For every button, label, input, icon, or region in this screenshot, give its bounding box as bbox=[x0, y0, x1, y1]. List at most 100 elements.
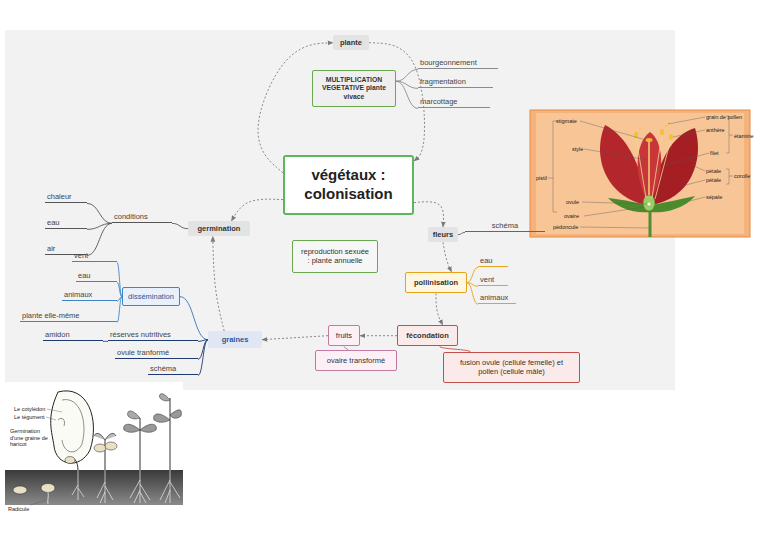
flow-arrow bbox=[436, 293, 443, 325]
node-text: reproduction sexuée : plante annuelle bbox=[299, 247, 371, 266]
flower-illustration-part bbox=[636, 137, 646, 198]
flower-illustration-part-part bbox=[682, 180, 705, 186]
topic-box: MULTIPLICATION VEGETATIVE plante vivace bbox=[312, 70, 396, 107]
branch-label: chaleur bbox=[45, 192, 87, 203]
germination-illustration-part bbox=[30, 409, 62, 505]
node-text: plante elle-même bbox=[22, 311, 115, 320]
flower-illustration-part bbox=[646, 138, 653, 142]
node-text: animaux bbox=[64, 290, 115, 299]
branch-label: marcottage bbox=[418, 97, 490, 108]
germination-illustration-part bbox=[58, 418, 65, 426]
branch-label: réserves nutritives bbox=[108, 330, 198, 341]
topic-box: fécondation bbox=[397, 325, 458, 346]
flower-illustration-part bbox=[665, 125, 667, 127]
germination-illustration-part bbox=[160, 470, 180, 503]
part-label: filet bbox=[710, 150, 719, 157]
branch-label: bourgeonnement bbox=[418, 58, 498, 69]
flower-illustration-part bbox=[639, 127, 641, 129]
flow-arrow bbox=[258, 43, 333, 173]
germination-illustration-part bbox=[124, 424, 140, 432]
branch-label: conditions bbox=[112, 212, 172, 223]
germination-illustration-part bbox=[72, 470, 84, 500]
part-label: étamine bbox=[734, 133, 754, 140]
node-text: vent bbox=[480, 275, 506, 284]
flower-illustration-part bbox=[649, 210, 652, 237]
node-text: chaleur bbox=[47, 192, 85, 201]
branch-label: amidon bbox=[43, 330, 103, 341]
flower-illustration-part-part bbox=[584, 149, 648, 160]
branch-label: eau bbox=[76, 271, 117, 282]
topic-box: plante bbox=[333, 35, 369, 50]
germination-illustration-part bbox=[13, 486, 27, 494]
germination-illustration-part bbox=[97, 470, 113, 503]
germination-illustration-part bbox=[154, 414, 170, 422]
germination-illustration-part bbox=[5, 470, 183, 505]
flower-illustration-part-part bbox=[726, 116, 729, 153]
flower-illustration-part-part bbox=[673, 130, 705, 137]
part-label: ovule bbox=[566, 199, 579, 206]
node-text: fécondation bbox=[402, 331, 453, 340]
flower-illustration-part bbox=[650, 196, 695, 212]
node-text: réserves nutritives bbox=[110, 330, 196, 339]
flower-illustration-part-part bbox=[580, 121, 646, 140]
flower-illustration-part bbox=[530, 110, 750, 237]
part-label: ovaire bbox=[564, 213, 579, 220]
branch-line bbox=[467, 267, 478, 282]
part-label: pétale bbox=[706, 168, 721, 175]
branch-line bbox=[87, 203, 112, 223]
branch-label: plante elle-même bbox=[20, 311, 117, 322]
flow-arrow bbox=[414, 202, 444, 227]
part-label: pistil bbox=[536, 175, 547, 182]
flower-illustration-part-part bbox=[582, 202, 647, 204]
germination-illustration-part bbox=[41, 484, 55, 493]
flower-illustration-part-part bbox=[553, 121, 557, 212]
node-text: fusion ovule (cellule femelle) et pollen… bbox=[449, 358, 574, 377]
topic-box: fleurs bbox=[428, 227, 458, 242]
node-text: vent bbox=[74, 251, 115, 260]
node-text: fruits bbox=[333, 331, 355, 340]
germination-illustration-part bbox=[5, 382, 183, 512]
germination-illustration-part bbox=[159, 394, 170, 401]
germination-illustration-part bbox=[65, 457, 75, 464]
flower-illustration-part bbox=[652, 134, 662, 198]
flower-illustration-part bbox=[548, 116, 733, 228]
germination-illustration-part-part bbox=[47, 409, 62, 412]
part-label: pétale bbox=[706, 177, 721, 184]
branch-line bbox=[198, 340, 208, 376]
germination-illustration-part-part bbox=[30, 500, 47, 505]
node-text: amidon bbox=[45, 330, 101, 339]
germination-illustration-part bbox=[94, 433, 116, 440]
branch-label: animaux bbox=[62, 290, 117, 301]
germination-illustration-part bbox=[170, 410, 181, 418]
germination-illustration-part-part bbox=[46, 417, 56, 420]
part-label: pédoncule bbox=[553, 224, 578, 231]
node-text: marcottage bbox=[420, 97, 488, 106]
flower-illustration-part-part bbox=[729, 176, 733, 177]
node-text: dissémination bbox=[126, 292, 176, 301]
flower-illustration-part-part bbox=[666, 153, 709, 165]
germination-illustration-part bbox=[130, 470, 150, 503]
germination-illustration-part bbox=[94, 444, 106, 452]
topic-box: germination bbox=[188, 221, 250, 236]
germination-illustration-part bbox=[105, 442, 117, 450]
node-text: végétaux : colonisation bbox=[289, 166, 408, 204]
node-text: eau bbox=[480, 256, 506, 265]
branch-line bbox=[180, 297, 208, 340]
part-label: sépale bbox=[706, 194, 722, 201]
node-text: ovule tranformé bbox=[117, 348, 196, 357]
flower-illustration-part bbox=[648, 203, 651, 206]
part-label: Le cotylédon bbox=[14, 406, 45, 413]
flower-illustration-part-part bbox=[548, 178, 553, 179]
germination-illustration bbox=[5, 382, 183, 512]
note-box: fusion ovule (cellule femelle) et pollen… bbox=[443, 352, 580, 383]
topic-box: dissémination bbox=[122, 287, 180, 306]
flower-illustration-part-part bbox=[726, 169, 729, 184]
branch-line bbox=[467, 283, 478, 305]
branch-label: fragmentation bbox=[418, 77, 493, 88]
branch-label: vent bbox=[478, 275, 508, 286]
branch-line bbox=[396, 81, 418, 108]
node-text: pollinisation bbox=[410, 278, 462, 287]
flow-arrow bbox=[262, 336, 328, 340]
